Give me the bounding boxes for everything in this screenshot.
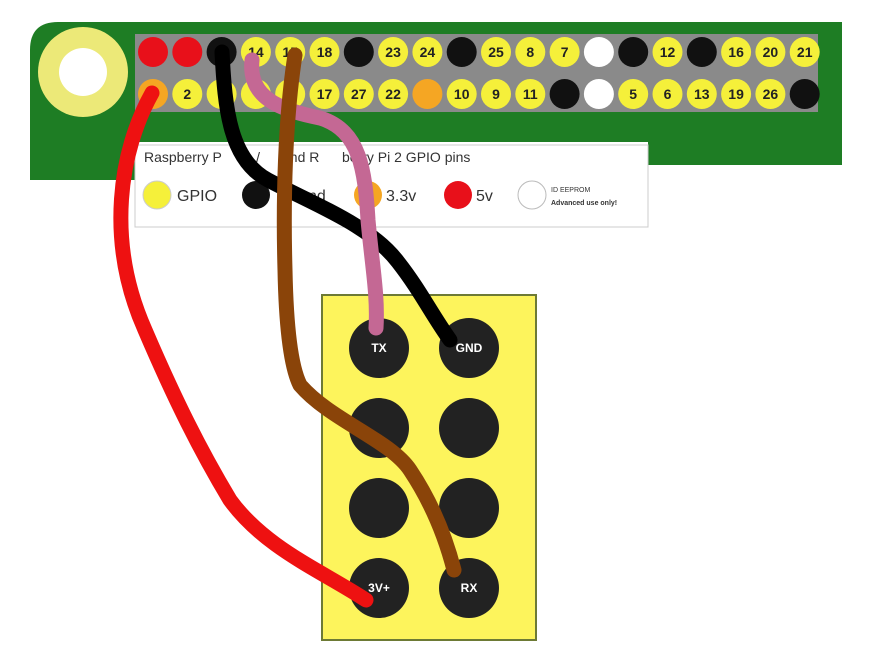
header-pin-top-14	[583, 37, 614, 67]
header-pin-bottom-12	[515, 79, 546, 109]
header-pin-label-bottom-19: 26	[763, 86, 779, 102]
module-pin-label-2: GND	[456, 341, 483, 355]
header-pin-top-1	[138, 37, 168, 67]
header-pin-bottom-17	[686, 79, 717, 109]
header-pin-top-12	[515, 37, 546, 67]
module-pin-5	[349, 478, 409, 538]
legend-panel: Raspberry P + / and R berry Pi 2 GPIO pi…	[134, 144, 649, 228]
header-pin-bottom-20	[789, 79, 820, 109]
header-pin-label-bottom-8: 22	[385, 86, 401, 102]
header-pin-label-bottom-17: 13	[694, 86, 710, 102]
header-pin-label-bottom-12: 11	[523, 86, 538, 102]
header-pin-top-13	[549, 37, 580, 67]
header-pin-label-bottom-6: 17	[317, 86, 333, 102]
header-pin-top-2	[172, 37, 203, 67]
legend-3v3-label: 3.3v	[386, 188, 416, 205]
gpio-header	[135, 34, 818, 112]
header-pin-top-15	[618, 37, 649, 67]
header-pin-label-top-9: 24	[420, 44, 436, 60]
module-pin-label-1: TX	[371, 341, 386, 355]
module-pin-label-7: 3V+	[368, 581, 390, 595]
mounting-hole-center	[59, 48, 107, 96]
legend-title-4: berry Pi 2 GPIO pins	[342, 149, 470, 165]
wire-pink-tx	[244, 52, 384, 336]
header-pin-label-top-12: 8	[526, 44, 534, 60]
header-pin-label-top-13: 7	[561, 44, 569, 60]
header-pin-label-top-19: 20	[763, 44, 779, 60]
header-pin-top-20	[789, 37, 820, 67]
header-pin-bottom-15	[618, 79, 649, 109]
header-pin-label-top-20: 21	[797, 44, 813, 60]
header-pin-label-top-8: 23	[385, 44, 401, 60]
legend-5v-swatch	[444, 181, 472, 209]
header-pin-label-bottom-16: 6	[664, 86, 672, 102]
header-pin-label-bottom-18: 19	[728, 86, 744, 102]
legend-gpio-label: GPIO	[177, 188, 217, 205]
header-pin-top-16	[652, 37, 683, 67]
header-pin-label-bottom-15: 5	[629, 86, 637, 102]
header-pin-label-bottom-2: 2	[183, 86, 191, 102]
header-pin-bottom-19	[755, 79, 786, 109]
legend-ground-swatch	[242, 181, 270, 209]
header-pin-top-10	[446, 37, 477, 67]
header-pin-bottom-8	[378, 79, 409, 109]
header-pin-top-19	[755, 37, 786, 67]
header-pin-label-bottom-7: 27	[351, 86, 367, 102]
header-pin-bottom-6	[309, 79, 340, 109]
header-pin-label-bottom-10: 10	[454, 86, 470, 102]
header-pin-label-bottom-11: 9	[492, 86, 500, 102]
header-pin-top-11	[481, 37, 511, 67]
header-pin-bottom-10	[446, 79, 477, 109]
legend-title-1: Raspberry P	[144, 149, 222, 165]
header-pin-bottom-9	[412, 79, 443, 109]
header-pin-label-top-11: 25	[488, 44, 504, 60]
header-pin-label-top-18: 16	[728, 44, 744, 60]
header-pin-label-top-6: 18	[317, 44, 333, 60]
header-pin-bottom-7	[343, 79, 374, 109]
header-pin-bottom-18	[721, 79, 752, 109]
header-pin-top-6	[309, 37, 340, 67]
header-pin-top-8	[378, 37, 409, 67]
header-pin-top-9	[412, 37, 443, 67]
legend-gpio-swatch	[142, 180, 172, 210]
module-pin-6	[439, 478, 499, 538]
module-pin-1	[349, 318, 409, 378]
wire-red-power	[113, 85, 374, 608]
legend-eeprom-label: ID EEPROM	[551, 187, 590, 194]
legend-5v-label: 5v	[476, 188, 493, 205]
module-pin-4	[439, 398, 499, 458]
legend-advanced-label: Advanced use only!	[551, 200, 617, 207]
header-pin-bottom-13	[549, 79, 580, 109]
header-pin-bottom-14	[583, 79, 614, 109]
header-pin-top-7	[343, 37, 374, 67]
header-pin-top-17	[686, 37, 717, 67]
header-pin-bottom-11	[481, 79, 511, 109]
header-pin-bottom-2	[172, 79, 203, 109]
module-pin-label-8: RX	[461, 581, 478, 595]
wire-black-ground	[214, 44, 458, 348]
wire-brown-rx	[276, 47, 462, 578]
header-pin-top-18	[721, 37, 752, 67]
legend-eeprom-swatch	[517, 180, 547, 210]
module-pin-3	[349, 398, 409, 458]
header-pin-label-top-16: 12	[660, 44, 676, 60]
header-pin-bottom-16	[652, 79, 683, 109]
